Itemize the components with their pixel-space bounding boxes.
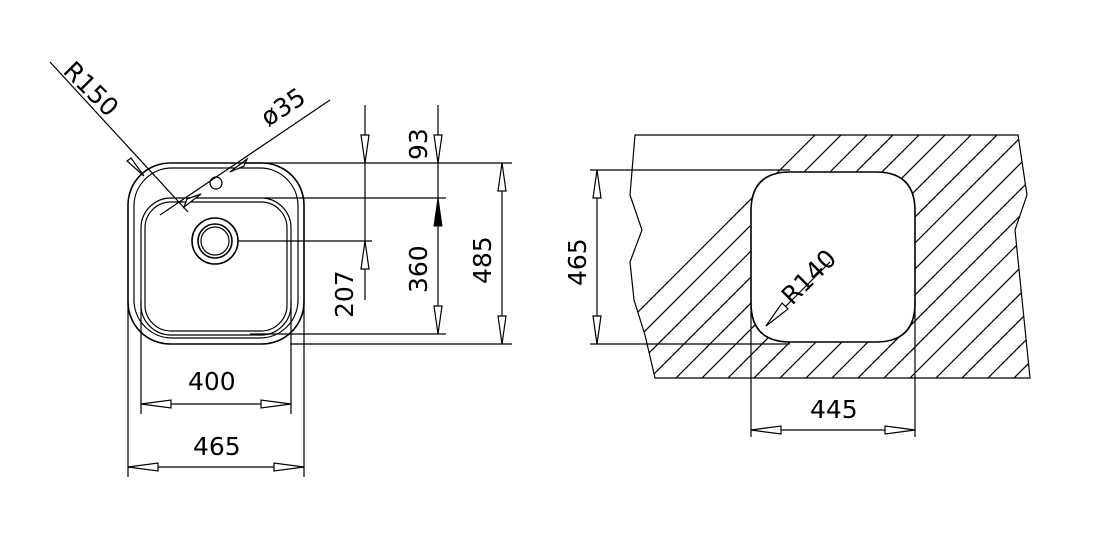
dim-445-label: 445 — [810, 395, 858, 424]
hatch-line — [1027, 135, 1030, 378]
r140-label: R140 — [776, 244, 843, 311]
hatch-line — [949, 135, 1030, 378]
dim-485-arrow-bottom — [497, 315, 507, 345]
hatch-line — [1054, 130, 1095, 390]
hatch-line — [1080, 130, 1095, 390]
dim-360-arrow-top — [433, 197, 443, 227]
hatch-line — [975, 135, 1030, 378]
dim-485-label: 485 — [468, 236, 497, 284]
hatch-line — [1001, 135, 1030, 378]
hatch-line — [845, 135, 1030, 378]
r150-label: R150 — [58, 56, 125, 123]
dim-465-label: 465 — [193, 432, 241, 461]
hatch-line — [871, 135, 1030, 378]
dim-465-arrow-right — [273, 462, 305, 472]
dim-207-arrow — [360, 240, 370, 270]
countertop-outline — [629, 134, 1031, 379]
dim-cutout-465-arrow-bottom — [592, 315, 602, 345]
sink-plan-view: R150 ø35 93 207 360 485 — [49, 56, 512, 477]
dim-485-arrow-top — [497, 162, 507, 192]
sink-outer-rim — [127, 162, 305, 345]
dim-93-arrow-2 — [433, 134, 443, 164]
dim-93-label: 93 — [404, 128, 433, 160]
dim-93-arrow — [360, 134, 370, 164]
dia35-leader — [159, 99, 331, 216]
dim-465-arrow-left — [127, 462, 159, 472]
cutout-view: 465 R140 445 — [563, 130, 1095, 437]
drain-ring-circle — [200, 226, 230, 256]
dim-445-arrow-right — [884, 425, 916, 435]
dia35-label: ø35 — [255, 82, 310, 132]
dim-360-label: 360 — [404, 245, 433, 293]
hatch-line — [897, 135, 1030, 378]
dim-207-label: 207 — [330, 270, 359, 318]
dim-cutout-465-arrow-top — [592, 169, 602, 199]
dim-cutout-465-label: 465 — [563, 238, 592, 286]
overflow-hole — [209, 176, 223, 190]
dim-360-arrow-bottom — [433, 305, 443, 335]
dim-400-arrow-right — [260, 399, 292, 409]
sink-outer-rim-inner-line — [133, 167, 299, 339]
drain-inner-circle — [197, 223, 233, 259]
drain-outer-circle — [191, 217, 239, 265]
r150-leader — [49, 61, 189, 213]
hatch-line — [819, 135, 1030, 378]
hatch-line — [793, 135, 1030, 378]
dia35-arrow-2 — [182, 193, 202, 209]
cutout-outline — [750, 171, 916, 343]
dim-400-label: 400 — [188, 367, 236, 396]
r150-arrow — [126, 157, 145, 177]
dim-445-arrow-left — [750, 425, 782, 435]
r140-arrow — [765, 302, 789, 327]
sink-bowl-inner — [144, 201, 288, 332]
dim-400-arrow-left — [140, 399, 172, 409]
sink-bowl-outer — [140, 197, 292, 336]
hatch-line — [923, 135, 1030, 378]
